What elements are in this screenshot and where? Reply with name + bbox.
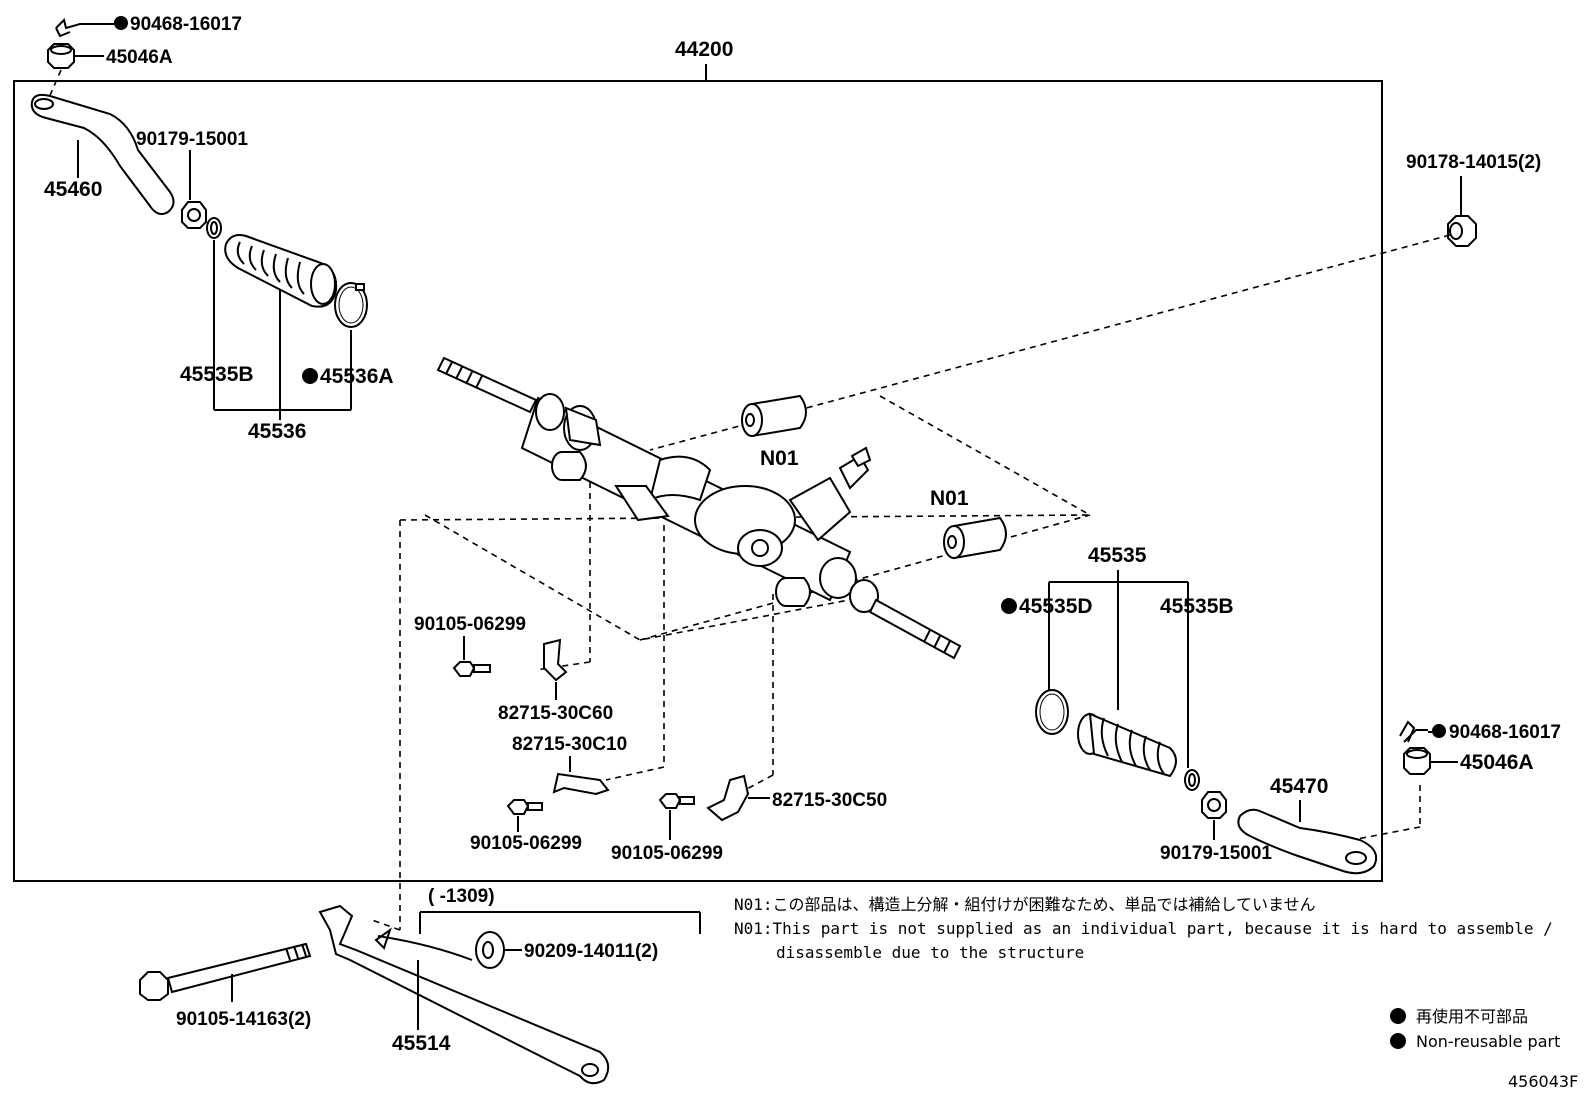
reference-dashed-lines (371, 234, 1451, 931)
nut-top-part[interactable] (47, 43, 104, 69)
non-reusable-marker (1001, 598, 1017, 614)
nut-right-label: 45046A (1460, 751, 1534, 774)
bracket-a-label: 82715-30C60 (498, 703, 613, 724)
clamp-boot-right-part[interactable] (1035, 689, 1069, 735)
tie-rod-end-left-label: 45460 (44, 178, 102, 201)
boot-left-part[interactable] (224, 234, 338, 308)
legend-marker-en (1390, 1033, 1406, 1049)
lock-nut-right-label: 90179-15001 (1160, 843, 1272, 864)
non-reusable-marker (114, 16, 128, 30)
legend: 再使用不可部品 Non-reusable part (1390, 1007, 1560, 1051)
bracket-c-part[interactable] (706, 774, 750, 822)
notes-block: N01:この部品は、構造上分解・組付けが困難なため、単品では補給していません N… (734, 895, 1553, 962)
rack-bushing-right[interactable] (775, 577, 811, 607)
nut-right-part[interactable] (1403, 747, 1458, 775)
clip-boot-left-part[interactable] (206, 217, 222, 239)
note-line-1: N01:この部品は、構造上分解・組付けが困難なため、単品では補給していません (734, 895, 1316, 914)
boot-left-label: 45536 (248, 420, 306, 443)
legend-en: Non-reusable part (1416, 1032, 1560, 1051)
long-bolt-part[interactable] (139, 942, 312, 1001)
non-reusable-marker (302, 368, 318, 384)
n01-lower-part[interactable] (943, 516, 1007, 560)
assembly-frame: 44200 (13, 38, 1383, 882)
clamp-boot-right-label: 45535D (1019, 595, 1093, 618)
tie-rod-end-left-part[interactable] (30, 93, 175, 215)
stabilizer-bracket-part[interactable] (318, 904, 610, 1085)
bushing-right-top-label: 90178-14015(2) (1406, 152, 1541, 173)
n01-upper-label: N01 (760, 447, 799, 470)
date-range-bracket (419, 911, 701, 934)
bolt-c-part[interactable] (658, 793, 695, 809)
clip-boot-right-part[interactable] (1184, 769, 1200, 791)
nut-top-label: 45046A (106, 47, 173, 68)
n01-lower-label: N01 (930, 487, 969, 510)
note-line-3: disassemble due to the structure (776, 943, 1084, 962)
washer-label: 90209-14011(2) (524, 941, 658, 962)
lock-nut-left-part[interactable] (181, 201, 207, 229)
bracket-b-label: 82715-30C10 (512, 734, 627, 755)
date-range-label: ( -1309) (428, 886, 495, 907)
bracket-b-part[interactable] (552, 772, 610, 796)
clip-top-label: 90468-16017 (130, 14, 242, 35)
tie-rod-end-right-part[interactable] (1237, 808, 1378, 875)
bolt-a-part[interactable] (452, 661, 491, 677)
lock-nut-left-label: 90179-15001 (136, 129, 248, 150)
bolt-a-label: 90105-06299 (414, 614, 526, 635)
clamp-boot-left-label: 45536A (320, 365, 394, 388)
bolt-b-part[interactable] (506, 799, 543, 815)
clip-right-label: 90468-16017 (1449, 722, 1561, 743)
tie-rod-end-right-label: 45470 (1270, 775, 1328, 798)
boot-right-part[interactable] (1077, 712, 1177, 778)
legend-marker-jp (1390, 1008, 1406, 1024)
boot-right-group-label: 45535 (1088, 544, 1147, 567)
note-line-2: N01:This part is not supplied as an indi… (734, 919, 1553, 938)
lock-nut-right-part[interactable] (1201, 791, 1227, 819)
clip-boot-left-label: 45535B (180, 363, 254, 386)
assembly-number-label: 44200 (675, 38, 733, 61)
bolt-b-label: 90105-06299 (470, 833, 582, 854)
boot-right-leaders (1048, 570, 1189, 768)
stabilizer-bracket-label: 45514 (392, 1032, 451, 1055)
washer-part[interactable] (475, 931, 522, 969)
boot-left-leaders (213, 240, 352, 420)
rack-bushing-left[interactable] (551, 451, 587, 481)
bolt-c-label: 90105-06299 (611, 843, 723, 864)
figure-id: 456043F (1508, 1072, 1578, 1091)
clamp-boot-left-part[interactable] (334, 282, 368, 328)
n01-upper-part[interactable] (741, 394, 807, 438)
bracket-a-part[interactable] (543, 638, 568, 682)
steering-rack-part[interactable] (436, 356, 962, 660)
bracket-c-label: 82715-30C50 (772, 790, 887, 811)
clip-boot-right-label: 45535B (1160, 595, 1234, 618)
long-bolt-label: 90105-14163(2) (176, 1009, 311, 1030)
non-reusable-marker (1432, 724, 1446, 738)
legend-jp: 再使用不可部品 (1416, 1007, 1528, 1026)
clip-top-part[interactable] (55, 16, 128, 38)
bushing-right-top-part[interactable] (1447, 215, 1477, 247)
clip-right-part[interactable] (1399, 720, 1446, 743)
